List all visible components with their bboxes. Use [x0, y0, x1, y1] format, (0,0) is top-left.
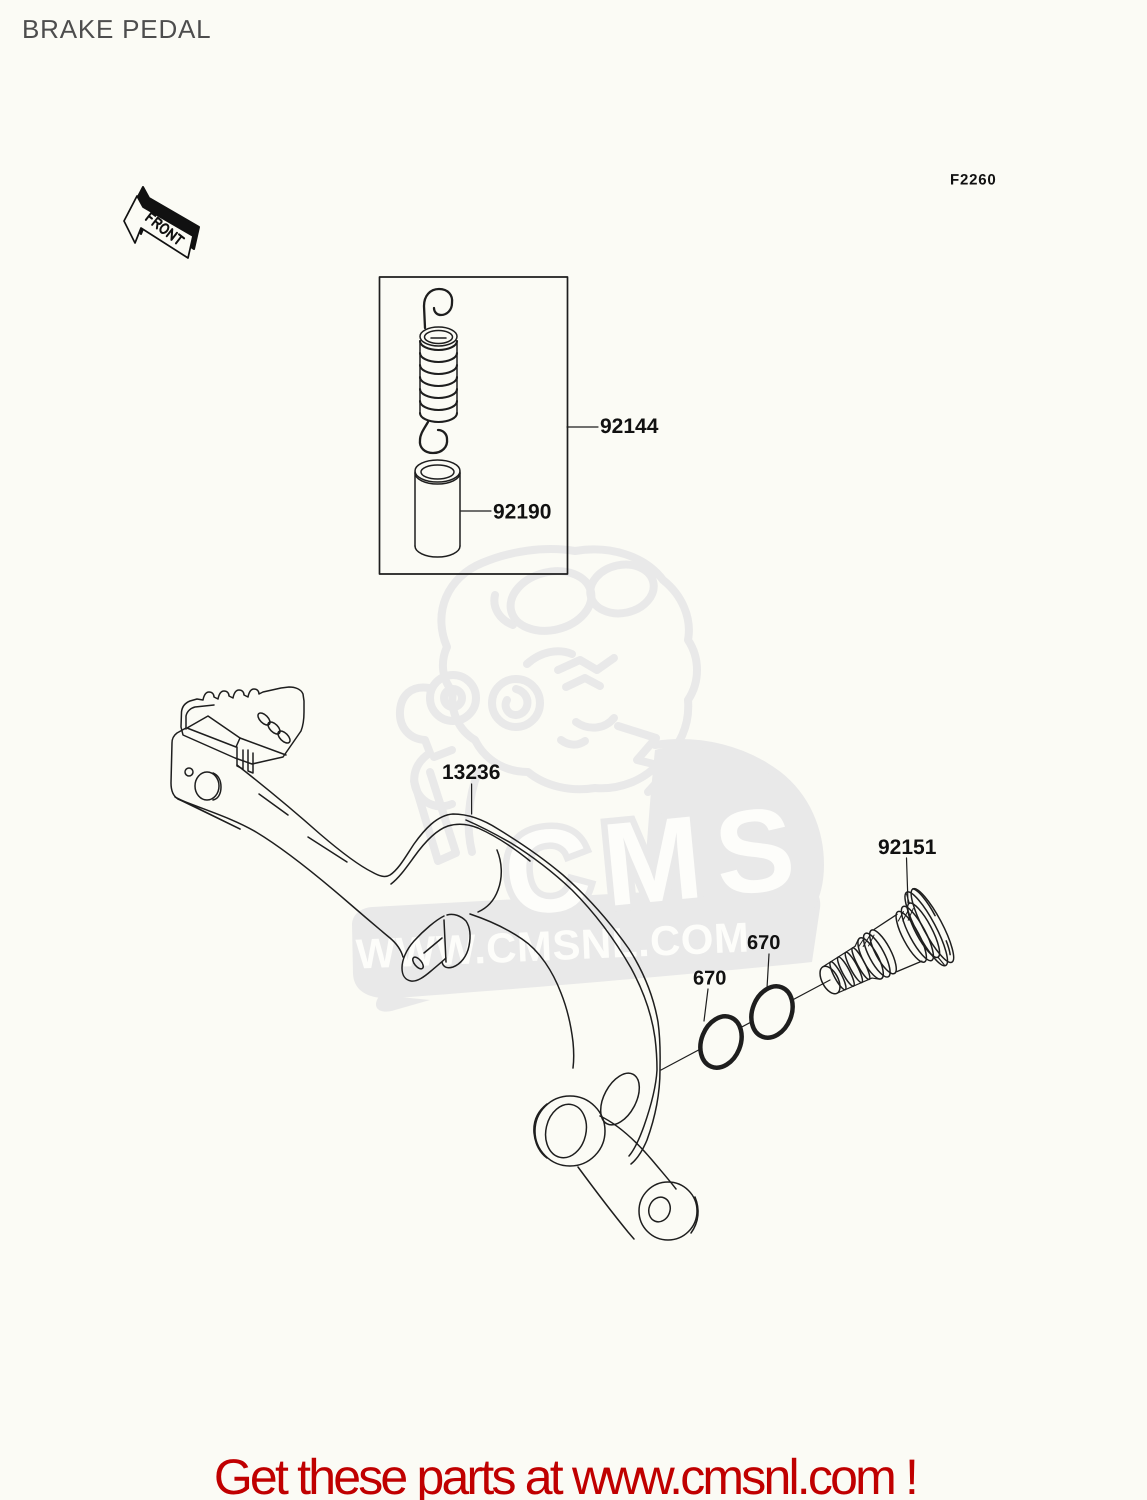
svg-text:670: 670: [693, 968, 726, 990]
svg-text:13236: 13236: [442, 761, 500, 784]
svg-text:BRAKE PEDAL: BRAKE PEDAL: [22, 14, 211, 44]
svg-text:92190: 92190: [493, 501, 551, 524]
svg-text:F2260: F2260: [950, 172, 997, 189]
svg-text:92151: 92151: [878, 836, 937, 859]
svg-text:670: 670: [747, 932, 780, 954]
svg-text:92144: 92144: [600, 415, 659, 438]
svg-text:Get these parts at www.cmsnl.c: Get these parts at www.cmsnl.com !: [214, 1449, 916, 1500]
